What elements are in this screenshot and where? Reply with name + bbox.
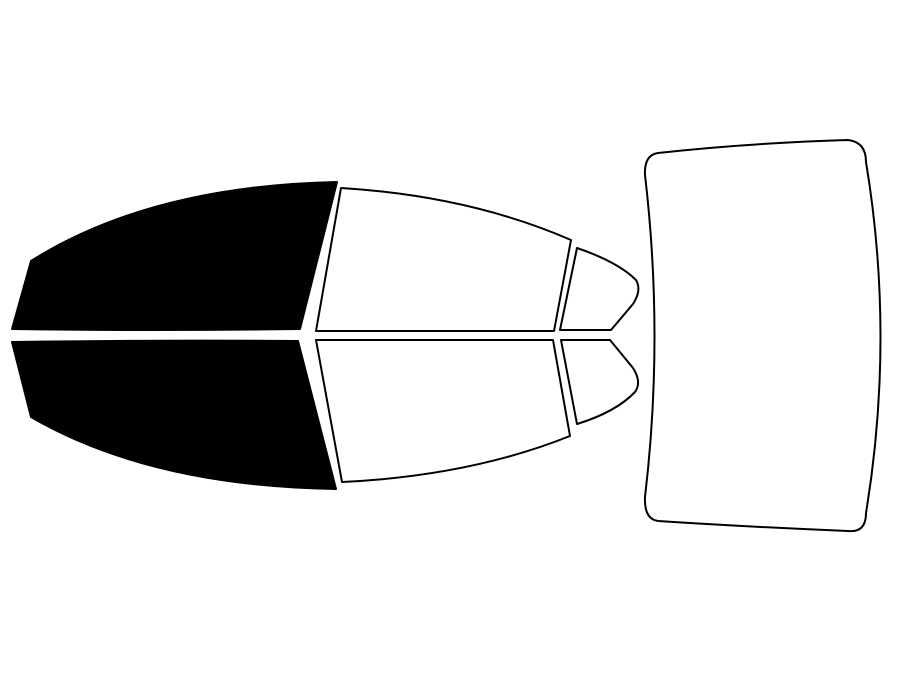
rear-right-window: [315, 339, 571, 483]
rear-left-window: [315, 187, 572, 332]
front-left-window: [11, 181, 338, 331]
quarter-right-window: [560, 339, 639, 425]
quarter-left-window: [559, 247, 640, 331]
front-right-window: [11, 339, 337, 490]
rear-windshield: [643, 139, 882, 533]
